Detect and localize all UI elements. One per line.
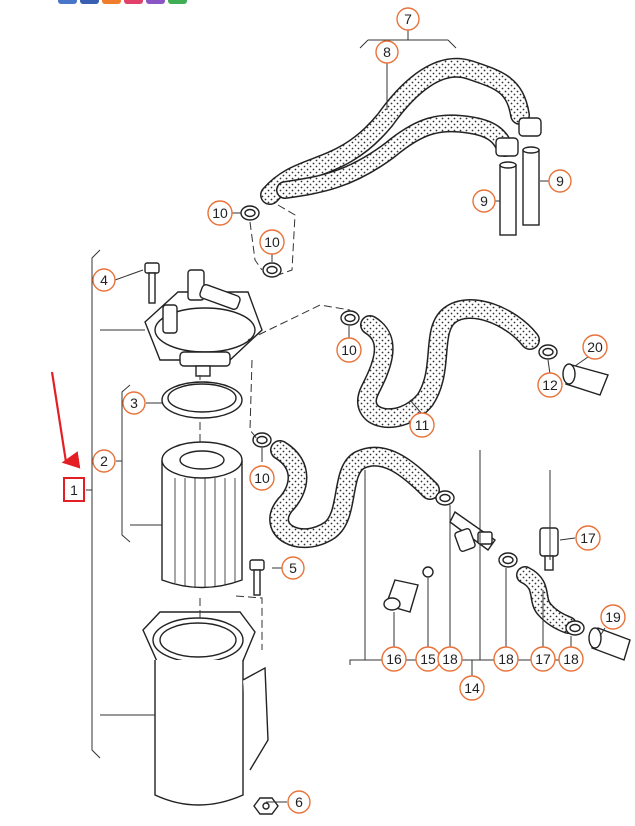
screw-5	[249, 559, 265, 596]
callout-17-b: 17	[530, 646, 556, 672]
callout-8: 8	[375, 40, 399, 64]
callout-4: 4	[92, 268, 116, 292]
toolbar-buttons	[58, 0, 187, 4]
callout-label: 12	[542, 377, 558, 393]
plug-17	[539, 527, 559, 571]
callout-label: 18	[498, 651, 514, 667]
toolbar-button[interactable]	[58, 0, 77, 4]
callout-label: 8	[383, 44, 391, 60]
callout-20: 20	[582, 334, 608, 360]
toolbar-button[interactable]	[102, 0, 121, 4]
callout-label: 1	[70, 482, 78, 498]
callout-label: 15	[420, 651, 436, 667]
callout-1: 1	[70, 482, 78, 498]
toolbar-button[interactable]	[80, 0, 99, 4]
toolbar-button[interactable]	[146, 0, 165, 4]
toolbar-button[interactable]	[124, 0, 143, 4]
filter-element-2	[161, 441, 243, 589]
callout-label: 4	[100, 272, 108, 288]
pointer-arrow	[50, 371, 81, 469]
callout-5: 5	[281, 556, 305, 580]
callout-17-a: 17	[575, 525, 601, 551]
callout-6: 6	[287, 790, 311, 814]
callout-15: 15	[415, 646, 441, 672]
callout-3: 3	[122, 391, 146, 415]
pipe-19	[588, 627, 631, 661]
callout-14: 14	[459, 675, 485, 701]
t-connector	[449, 510, 496, 552]
callout-16: 16	[381, 646, 407, 672]
callout-label: 10	[212, 205, 228, 221]
callout-10-c: 10	[336, 337, 362, 363]
callout-label: 6	[295, 794, 303, 810]
callout-7: 7	[396, 7, 420, 31]
callout-label: 9	[556, 173, 564, 189]
bolt-4	[144, 262, 160, 304]
callout-label: 17	[535, 651, 551, 667]
filter-head	[144, 269, 263, 377]
callout-10-a: 10	[207, 200, 233, 226]
callout-11: 11	[409, 412, 435, 438]
callout-label: 18	[563, 651, 579, 667]
callout-label: 11	[415, 417, 430, 433]
callout-18-c: 18	[558, 646, 584, 672]
callout-label: 18	[442, 651, 458, 667]
callout-label: 19	[605, 609, 621, 625]
callout-label: 10	[254, 470, 270, 486]
pipe-9	[495, 117, 542, 236]
pipe-20	[562, 363, 609, 396]
callout-label: 10	[264, 234, 280, 250]
callout-9-left: 9	[472, 189, 496, 213]
dash-lines	[199, 204, 351, 650]
hose-top	[260, 57, 530, 205]
callout-label: 14	[464, 680, 480, 696]
highlight-box	[63, 477, 85, 502]
callout-18-b: 18	[493, 646, 519, 672]
callout-label: 20	[587, 339, 603, 355]
toolbar-button[interactable]	[168, 0, 187, 4]
callout-label: 5	[289, 560, 297, 576]
callout-label: 16	[386, 651, 402, 667]
callout-label: 2	[100, 453, 108, 469]
valve-16	[383, 566, 434, 613]
callout-2: 2	[92, 449, 116, 473]
callout-10-d: 10	[249, 465, 275, 491]
callout-label: 9	[480, 193, 488, 209]
callout-19: 19	[600, 604, 626, 630]
callout-label: 3	[130, 395, 138, 411]
callout-10-b: 10	[259, 229, 285, 255]
nut-6	[253, 797, 279, 815]
callout-label: 10	[341, 342, 357, 358]
callout-label: 17	[580, 530, 596, 546]
callout-label: 7	[404, 11, 412, 27]
hose-clamps	[240, 205, 585, 636]
seal-ring-3	[161, 381, 243, 419]
callout-9-right: 9	[548, 169, 572, 193]
callout-18-a: 18	[437, 646, 463, 672]
hose-17	[516, 566, 577, 634]
hose-lower	[269, 440, 440, 549]
filter-housing	[142, 611, 269, 806]
hose-11	[357, 299, 540, 428]
callout-12: 12	[537, 372, 563, 398]
